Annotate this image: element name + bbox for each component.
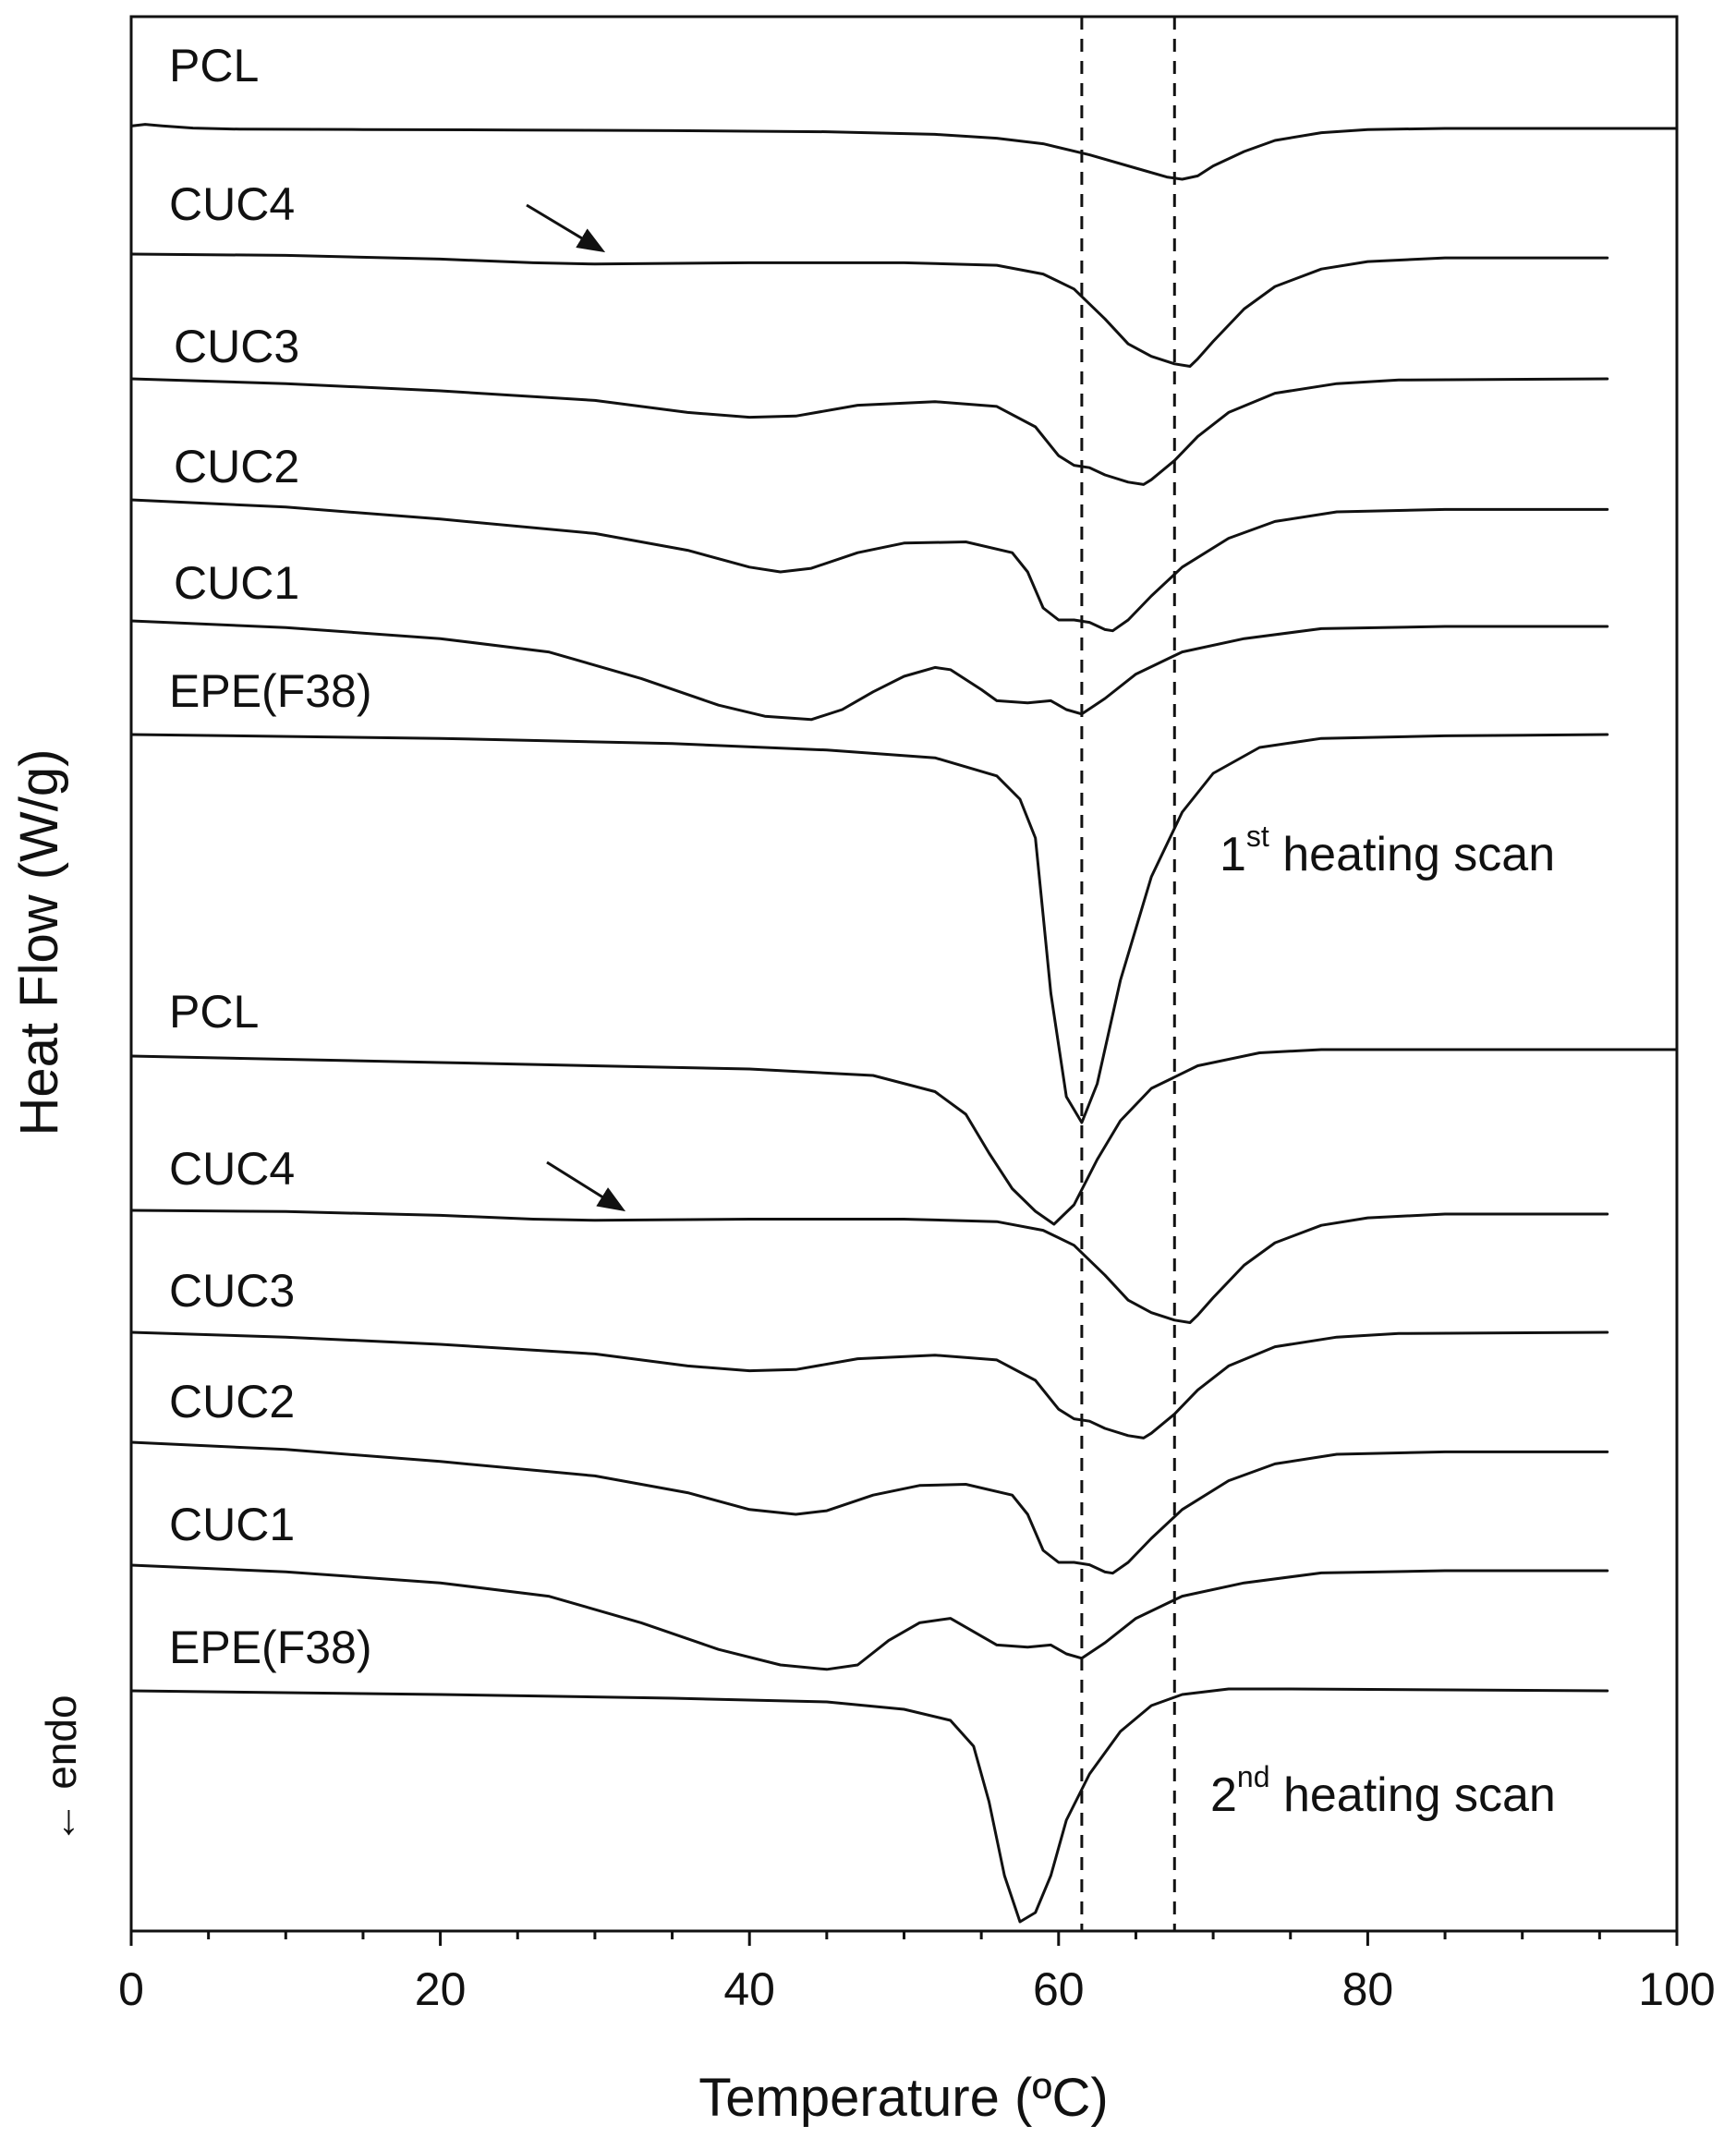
curve-first-pcl <box>129 123 1679 181</box>
series-label-first-cuc4: CUC4 <box>169 178 295 230</box>
annotation-first: 1st heating scan <box>1220 820 1555 881</box>
curve-first-cuc4 <box>129 252 1609 368</box>
series-label-first-cuc3: CUC3 <box>174 321 299 372</box>
curve-first-cuc2 <box>129 498 1609 633</box>
series-label-second-cuc2: CUC2 <box>169 1376 295 1427</box>
series-labels: PCLCUC4CUC3CUC2CUC1EPE(F38)PCLCUC4CUC3CU… <box>169 40 372 1673</box>
annotation-superscript: st <box>1246 820 1269 853</box>
curve-second-epe-f38 <box>129 1687 1609 1924</box>
x-tick-label: 100 <box>1638 1963 1715 2015</box>
curve-first-epe-f38 <box>129 733 1609 1124</box>
annotation-suffix: heating scan <box>1269 828 1555 881</box>
endo-direction-label: ← endo <box>37 1694 85 1843</box>
series-label-first-cuc1: CUC1 <box>174 557 299 609</box>
series-label-second-pcl: PCL <box>169 986 259 1038</box>
arrow-second <box>546 1160 626 1212</box>
series-label-first-cuc2: CUC2 <box>174 441 299 492</box>
x-tick-label: 40 <box>723 1963 775 2015</box>
annotation-arrows <box>526 203 626 1212</box>
x-axis-tick-labels: 0 20 40 60 80 100 <box>118 1963 1716 2015</box>
curve-second-pcl <box>129 1048 1679 1226</box>
x-tick-label: 20 <box>415 1963 467 2015</box>
annotation-superscript: nd <box>1237 1760 1270 1793</box>
annotation-prefix: 2 <box>1210 1768 1237 1822</box>
curve-first-cuc1 <box>129 619 1609 722</box>
series-label-second-epe-f38: EPE(F38) <box>169 1622 372 1673</box>
y-axis-title: Heat Flow (W/g) <box>9 749 69 1136</box>
curve-second-cuc2 <box>129 1440 1609 1575</box>
arrow-first <box>526 203 606 253</box>
x-axis-title: Temperature (ºC) <box>698 2068 1108 2128</box>
annotation-prefix: 1 <box>1220 828 1246 881</box>
curve-second-cuc3 <box>129 1330 1609 1439</box>
series-label-first-epe-f38: EPE(F38) <box>169 665 372 717</box>
x-tick-label: 0 <box>118 1963 144 2015</box>
x-axis-ticks <box>129 1931 1679 1946</box>
series-layer <box>129 123 1679 1924</box>
x-tick-label: 60 <box>1033 1963 1085 2015</box>
curve-first-cuc3 <box>129 377 1609 486</box>
x-tick-label: 80 <box>1342 1963 1394 2015</box>
series-label-second-cuc4: CUC4 <box>169 1143 295 1195</box>
series-label-first-pcl: PCL <box>169 40 259 91</box>
series-label-second-cuc3: CUC3 <box>169 1265 295 1317</box>
curve-second-cuc1 <box>129 1563 1609 1671</box>
reference-lines <box>1080 17 1176 1931</box>
curve-second-cuc4 <box>129 1209 1609 1324</box>
annotation-second: 2nd heating scan <box>1210 1760 1556 1822</box>
series-label-second-cuc1: CUC1 <box>169 1499 295 1550</box>
annotation-suffix: heating scan <box>1270 1768 1556 1822</box>
